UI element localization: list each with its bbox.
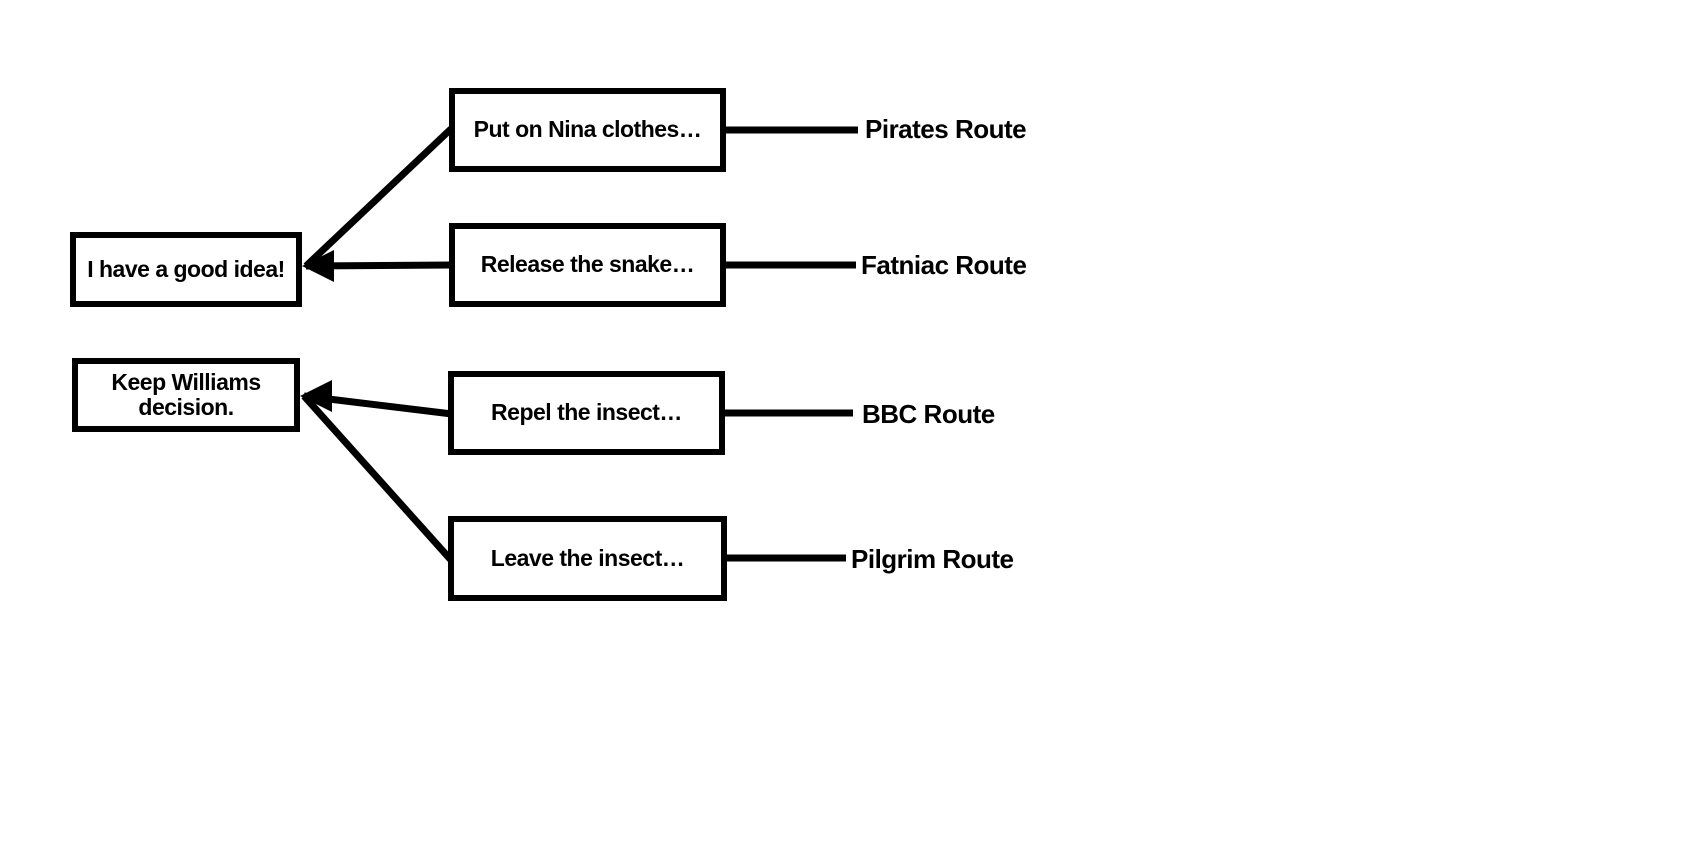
- node-put-on-nina-clothes: Put on Nina clothes…: [449, 88, 726, 172]
- node-label: Leave the insect…: [490, 544, 685, 571]
- edge-nina-to-idea: [303, 125, 455, 269]
- node-keep-williams-decision: Keep Williams decision.: [72, 358, 300, 432]
- node-label: I have a good idea!: [87, 255, 285, 282]
- route-label-fatniac: Fatniac Route: [861, 250, 1027, 280]
- node-repel-the-insect: Repel the insect…: [448, 371, 725, 455]
- node-label: Put on Nina clothes…: [473, 116, 702, 143]
- edge-leave-to-keep: [301, 393, 454, 563]
- node-label: Release the snake…: [480, 251, 695, 278]
- node-label: Keep Williams decision.: [111, 368, 261, 420]
- route-label-pirates: Pirates Route: [865, 114, 1027, 144]
- node-release-the-snake: Release the snake…: [449, 223, 726, 307]
- arrowhead-keep: [300, 380, 332, 412]
- route-label-pilgrim: Pilgrim Route: [851, 544, 1014, 574]
- node-leave-the-insect: Leave the insect…: [448, 516, 727, 601]
- node-label: Repel the insect…: [491, 399, 682, 426]
- node-i-have-a-good-idea: I have a good idea!: [70, 232, 302, 307]
- route-label-bbc: BBC Route: [862, 399, 995, 429]
- arrowhead-idea: [302, 250, 334, 282]
